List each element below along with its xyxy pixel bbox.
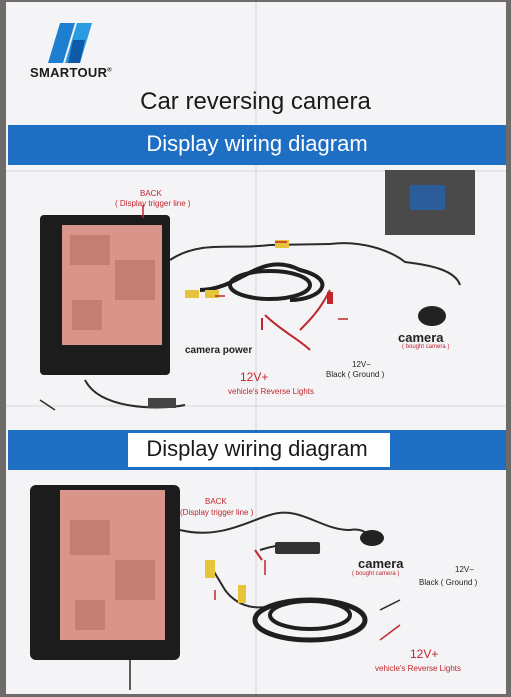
- camera-sub-1: ( bought camera ): [402, 344, 450, 350]
- back-label-1: BACK: [140, 189, 162, 198]
- ground-black-2: Black ( Ground ): [419, 578, 478, 587]
- smartour-logo: [48, 23, 92, 63]
- section1-band: Display wiring diagram: [8, 125, 506, 165]
- back-sub-1: ( Display trigger line ): [115, 199, 191, 208]
- reverse-lights-1: vehicle's Reverse Lights: [228, 387, 315, 396]
- section2-title: Display wiring diagram: [146, 436, 368, 461]
- ground-12v-2: 12V−: [455, 565, 474, 574]
- ground-black-1: Black ( Ground ): [326, 370, 385, 379]
- camera-power-label: camera power: [185, 345, 253, 356]
- fold-line: [6, 170, 506, 172]
- camera-sub-2: ( bought camera ): [352, 571, 400, 577]
- back-label-2: BACK: [205, 497, 227, 506]
- brand-name: SMARTOUR®: [30, 65, 113, 80]
- reverse-lights-2: vehicle's Reverse Lights: [375, 664, 462, 673]
- camera-device-2: [360, 530, 384, 546]
- v12-label-2: 12V+: [410, 647, 439, 661]
- ground-12v-1: 12V−: [352, 360, 371, 369]
- back-sub-2: (Display trigger line ): [180, 508, 254, 517]
- camera-label-2: camera: [358, 556, 404, 571]
- camera-label-1: camera: [398, 330, 444, 345]
- section2-band: Display wiring diagram: [8, 430, 506, 470]
- v12-label-1: 12V+: [240, 370, 269, 384]
- section1-title: Display wiring diagram: [146, 131, 368, 156]
- camera-device-1: [418, 306, 446, 326]
- fold-line: [255, 2, 257, 694]
- page-title: Car reversing camera: [140, 88, 371, 115]
- fold-line: [6, 405, 506, 407]
